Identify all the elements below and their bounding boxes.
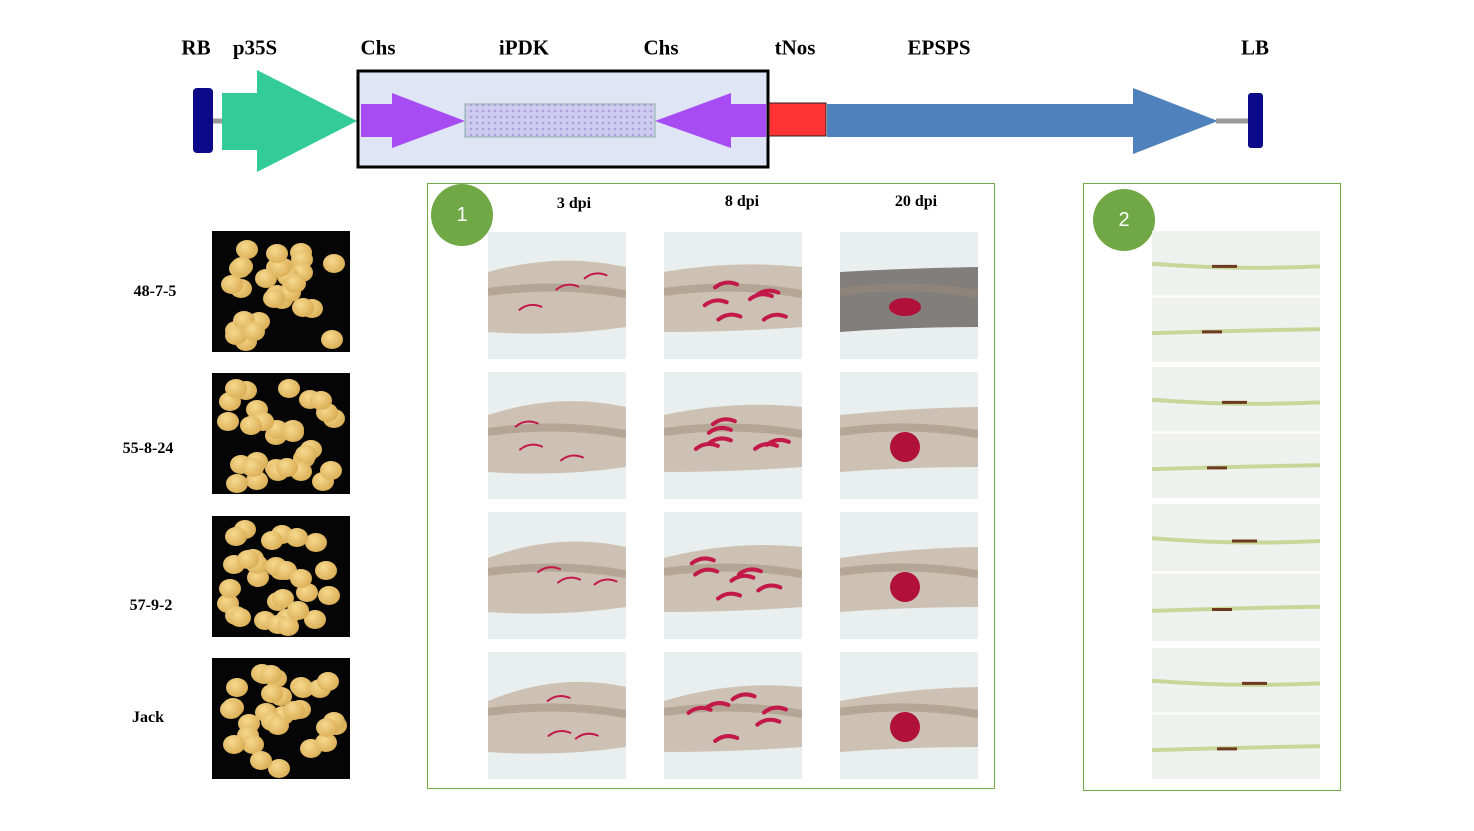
seed-photo (212, 516, 350, 637)
nematode (583, 272, 608, 280)
root-photo (1152, 231, 1320, 362)
nematode (736, 567, 763, 577)
seed-photo (212, 231, 350, 352)
chs-sense-arrow (361, 93, 465, 148)
root-micrograph (488, 512, 626, 639)
nematode (519, 443, 544, 451)
root-micrograph (488, 232, 626, 359)
root-micrograph (840, 512, 978, 639)
construct-map (193, 69, 1263, 172)
column-header: 8 dpi (724, 193, 760, 210)
panel-2-root-photos (1083, 183, 1341, 791)
label-tnos: tNos (774, 35, 816, 60)
root-micrograph (840, 372, 978, 499)
nematode-female (890, 572, 920, 602)
panel-badge: 2 (1093, 189, 1155, 251)
nematode (702, 298, 729, 308)
nematode (716, 312, 743, 322)
rb-border (193, 88, 213, 153)
nematode (710, 417, 737, 427)
nematode (713, 734, 740, 743)
line-label: Jack (132, 709, 164, 726)
nematode (686, 705, 713, 715)
column-header: 3 dpi (556, 195, 592, 212)
root-photo (1152, 504, 1320, 641)
label-chs-antisense: Chs (643, 35, 679, 60)
nematode-female (889, 298, 921, 316)
root-micrograph (840, 232, 978, 359)
nematode (704, 701, 731, 710)
nematode (729, 573, 756, 583)
panel-badge: 1 (431, 184, 493, 246)
ipdk-intron (464, 103, 656, 138)
nematode (547, 729, 572, 737)
nematode (593, 578, 618, 586)
nematode (713, 280, 740, 290)
root-photo (1152, 648, 1320, 779)
nematode (754, 288, 781, 298)
line-label: 48-7-5 (133, 283, 177, 300)
line-label: 55-8-24 (122, 440, 174, 457)
nematode (753, 441, 780, 451)
root-micrograph (664, 652, 802, 779)
p35s-promoter-arrow (222, 70, 357, 172)
root-photo (1152, 367, 1320, 498)
label-epsps: EPSPS (907, 35, 971, 60)
root-micrograph (488, 652, 626, 779)
nematode (755, 717, 782, 727)
label-chs-sense: Chs (360, 35, 396, 60)
line-label: 57-9-2 (129, 597, 173, 614)
nematode (756, 583, 783, 593)
lb-border (1248, 93, 1263, 148)
root-micrograph (664, 512, 802, 639)
nematode (555, 283, 580, 291)
nematode (716, 591, 742, 601)
nematode-female (890, 432, 920, 462)
nematode (537, 566, 562, 574)
nematode (761, 705, 788, 715)
nematode (518, 303, 543, 311)
seed-photo (212, 373, 350, 494)
nematode (574, 732, 599, 740)
root-micrograph (664, 232, 802, 359)
nematode (761, 312, 788, 322)
nematode (693, 441, 720, 451)
chs-antisense-arrow (655, 93, 766, 148)
root-micrograph (664, 372, 802, 499)
tnos-terminator (768, 102, 827, 137)
nematode (559, 454, 584, 462)
nematode (557, 576, 582, 584)
label-ipdk: iPDK (498, 35, 550, 60)
nematode (693, 567, 720, 577)
panel-1-root-infection (427, 183, 995, 789)
nematode (730, 692, 757, 702)
label-p35s: p35S (232, 35, 278, 60)
nematode (514, 420, 539, 428)
label-rb: RB (181, 35, 211, 60)
root-micrograph (488, 372, 626, 499)
root-micrograph (840, 652, 978, 779)
epsps-arrow (827, 88, 1218, 154)
nematode (706, 425, 733, 435)
seed-photo (212, 658, 350, 779)
nematode-female (890, 712, 920, 742)
nematode (689, 556, 716, 566)
nematode (546, 694, 571, 702)
label-lb: LB (1240, 35, 1270, 60)
column-header: 20 dpi (894, 193, 938, 210)
